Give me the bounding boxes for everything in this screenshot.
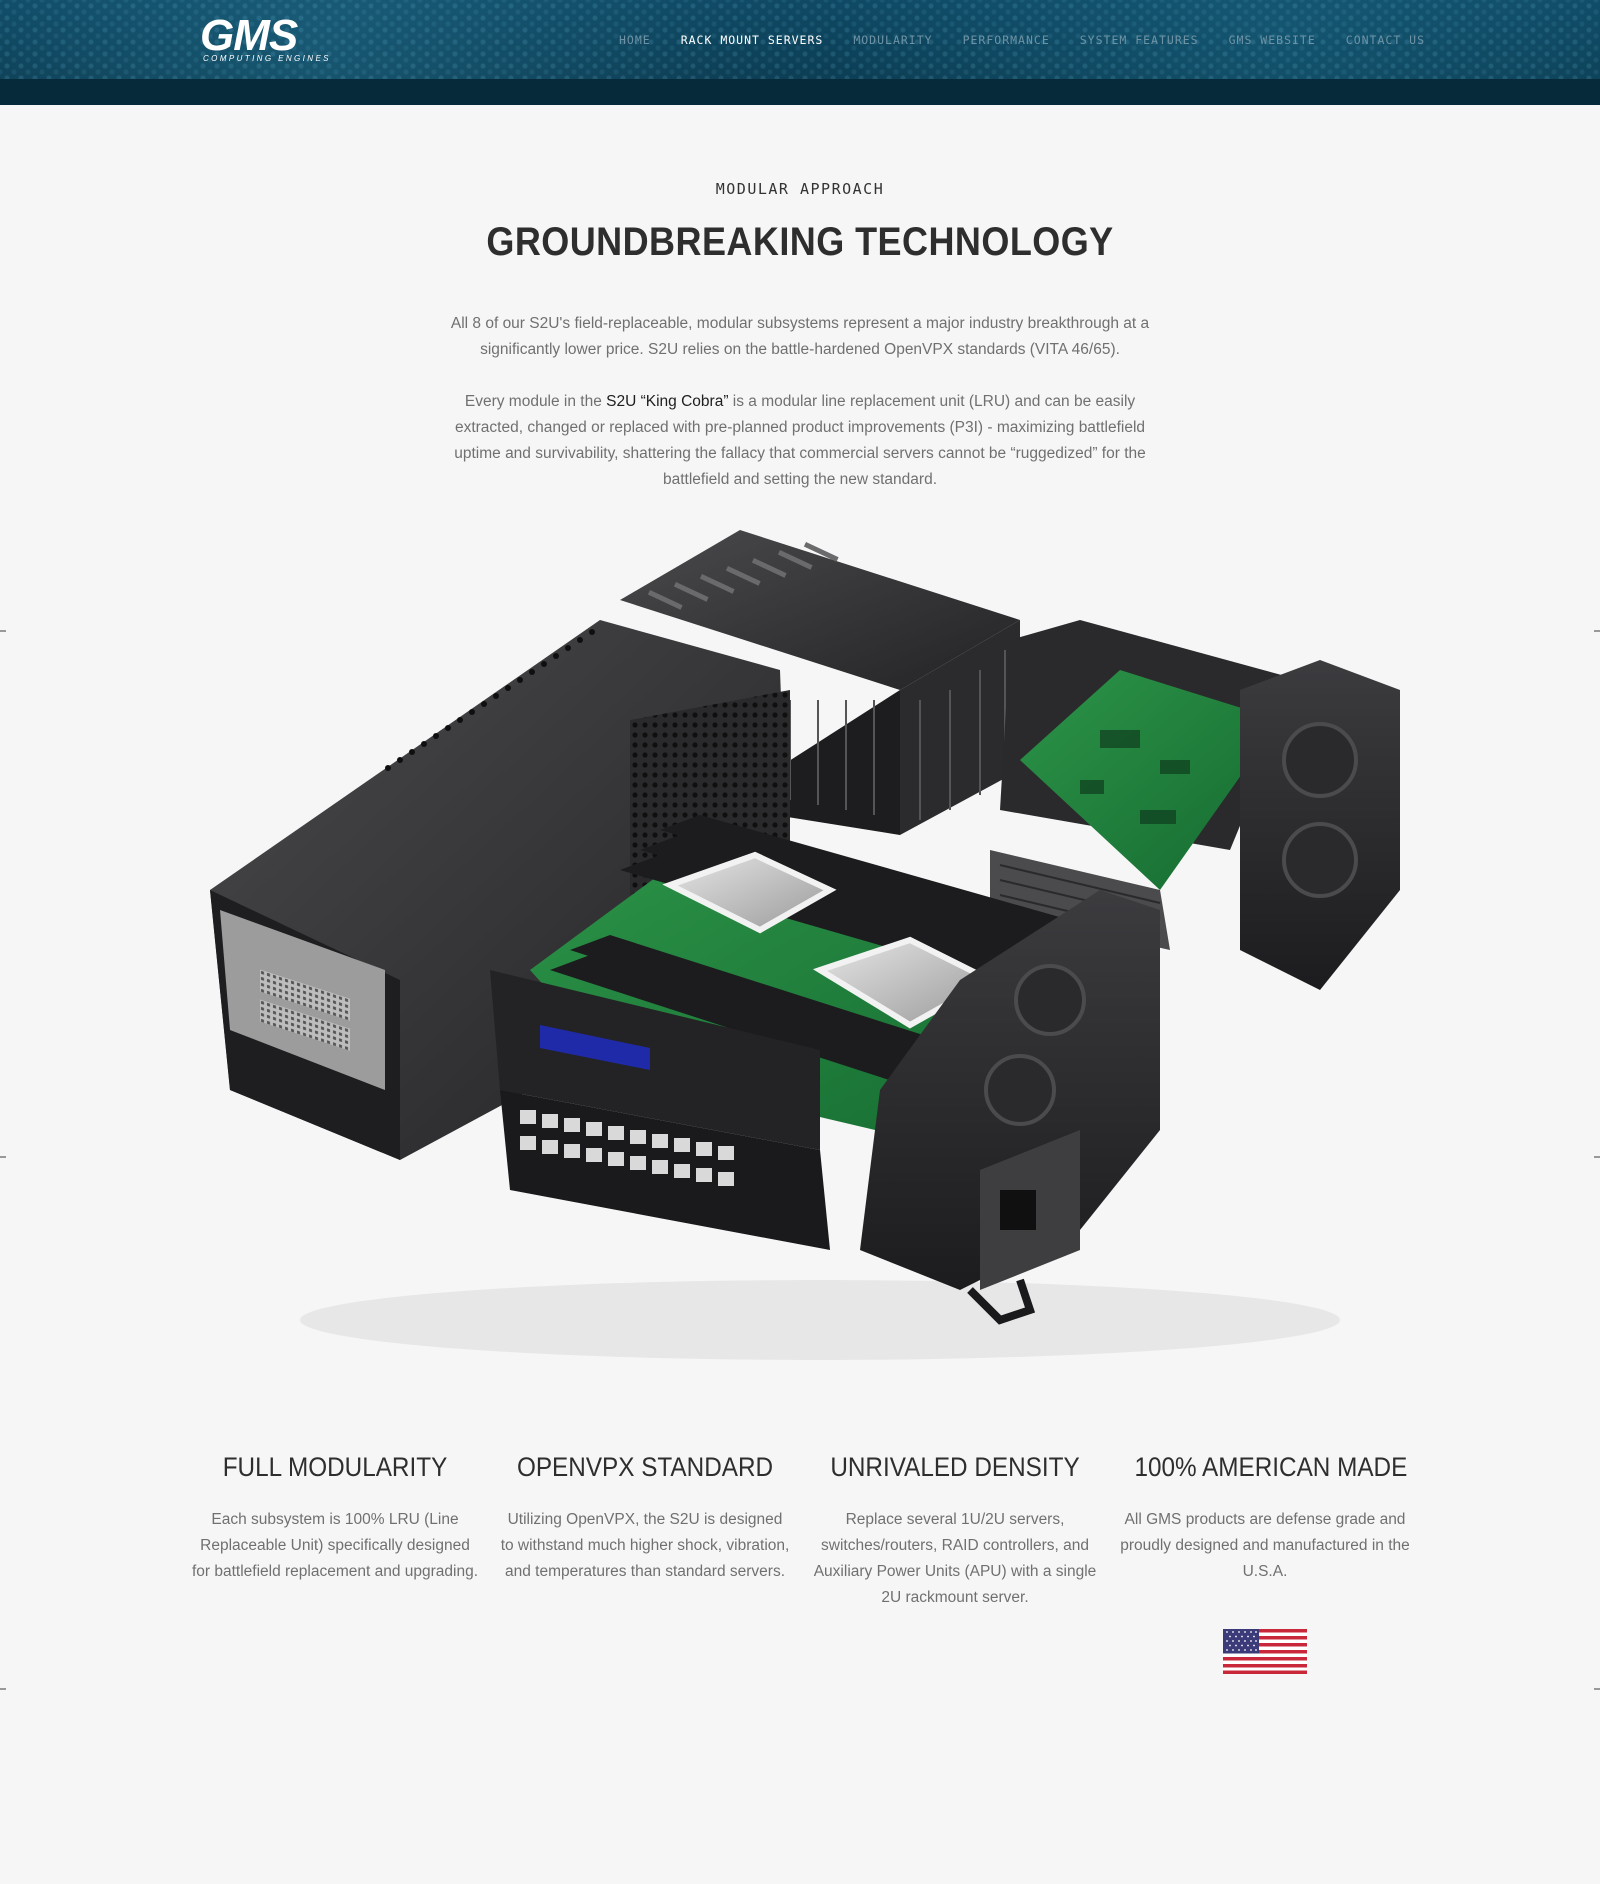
server-exploded-illustration	[200, 530, 1400, 1380]
section-eyebrow: MODULAR APPROACH	[715, 180, 885, 198]
intro-paragraph-2: Every module in the S2U “King Cobra” is …	[430, 389, 1170, 493]
site-header: GMS COMPUTING ENGINES HOME RACK MOUNT SE…	[0, 0, 1600, 105]
para2-text-before: Every module in the	[464, 393, 607, 410]
nav-contact-us[interactable]: CONTACT US	[1345, 33, 1426, 47]
fan-assembly-bottom	[860, 890, 1160, 1325]
gms-logo[interactable]: GMS COMPUTING ENGINES	[200, 11, 335, 64]
edge-marker	[1594, 630, 1600, 632]
feature-unrivaled-density: UNRIVALED DENSITY Replace several 1U/2U …	[810, 1452, 1100, 1611]
front-io-panel	[490, 970, 830, 1250]
edge-marker	[0, 630, 6, 632]
para2-text-after: is a modular line replacement unit (LRU)…	[454, 393, 1146, 488]
nav-system-features[interactable]: SYSTEM FEATURES	[1079, 33, 1199, 47]
feature-openvpx-standard: OPENVPX STANDARD Utilizing OpenVPX, the …	[500, 1452, 790, 1585]
edge-marker	[1594, 1688, 1600, 1690]
edge-marker	[0, 1688, 6, 1690]
edge-marker	[1594, 1156, 1600, 1158]
fan-assembly-top	[1240, 660, 1400, 990]
feature-text: All GMS products are defense grade and p…	[1120, 1511, 1410, 1580]
feature-text: Utilizing OpenVPX, the S2U is designed t…	[500, 1511, 790, 1580]
logo-mark: GMS	[200, 11, 298, 60]
us-flag-icon	[1223, 1629, 1307, 1674]
page-title: GROUNDBREAKING TECHNOLOGY	[486, 220, 1114, 264]
nav-home[interactable]: HOME	[619, 33, 651, 47]
nav-performance[interactable]: PERFORMANCE	[962, 33, 1050, 47]
feature-american-made: 100% AMERICAN MADE All GMS products are …	[1120, 1452, 1410, 1585]
feature-text: Each subsystem is 100% LRU (Line Replace…	[191, 1511, 479, 1580]
edge-marker	[0, 1156, 6, 1158]
feature-title: UNRIVALED DENSITY	[830, 1452, 1080, 1482]
main-nav: HOME RACK MOUNT SERVERS MODULARITY PERFO…	[619, 33, 1455, 47]
feature-title: OPENVPX STANDARD	[516, 1452, 774, 1482]
feature-full-modularity: FULL MODULARITY Each subsystem is 100% L…	[190, 1452, 480, 1585]
intro-paragraph-1: All 8 of our S2U's field-replaceable, mo…	[450, 315, 1150, 358]
header-bar	[0, 79, 1600, 105]
feature-title: FULL MODULARITY	[222, 1452, 448, 1482]
logo-subtext: COMPUTING ENGINES	[203, 54, 331, 63]
product-name-highlight: S2U “King Cobra”	[606, 393, 729, 410]
feature-text: Replace several 1U/2U servers, switches/…	[813, 1511, 1097, 1606]
feature-title: 100% AMERICAN MADE	[1134, 1452, 1408, 1482]
drive-bay-group	[620, 530, 1020, 835]
nav-gms-website[interactable]: GMS WEBSITE	[1228, 33, 1316, 47]
nav-rack-mount-servers[interactable]: RACK MOUNT SERVERS	[680, 33, 824, 47]
nav-modularity[interactable]: MODULARITY	[853, 33, 933, 47]
